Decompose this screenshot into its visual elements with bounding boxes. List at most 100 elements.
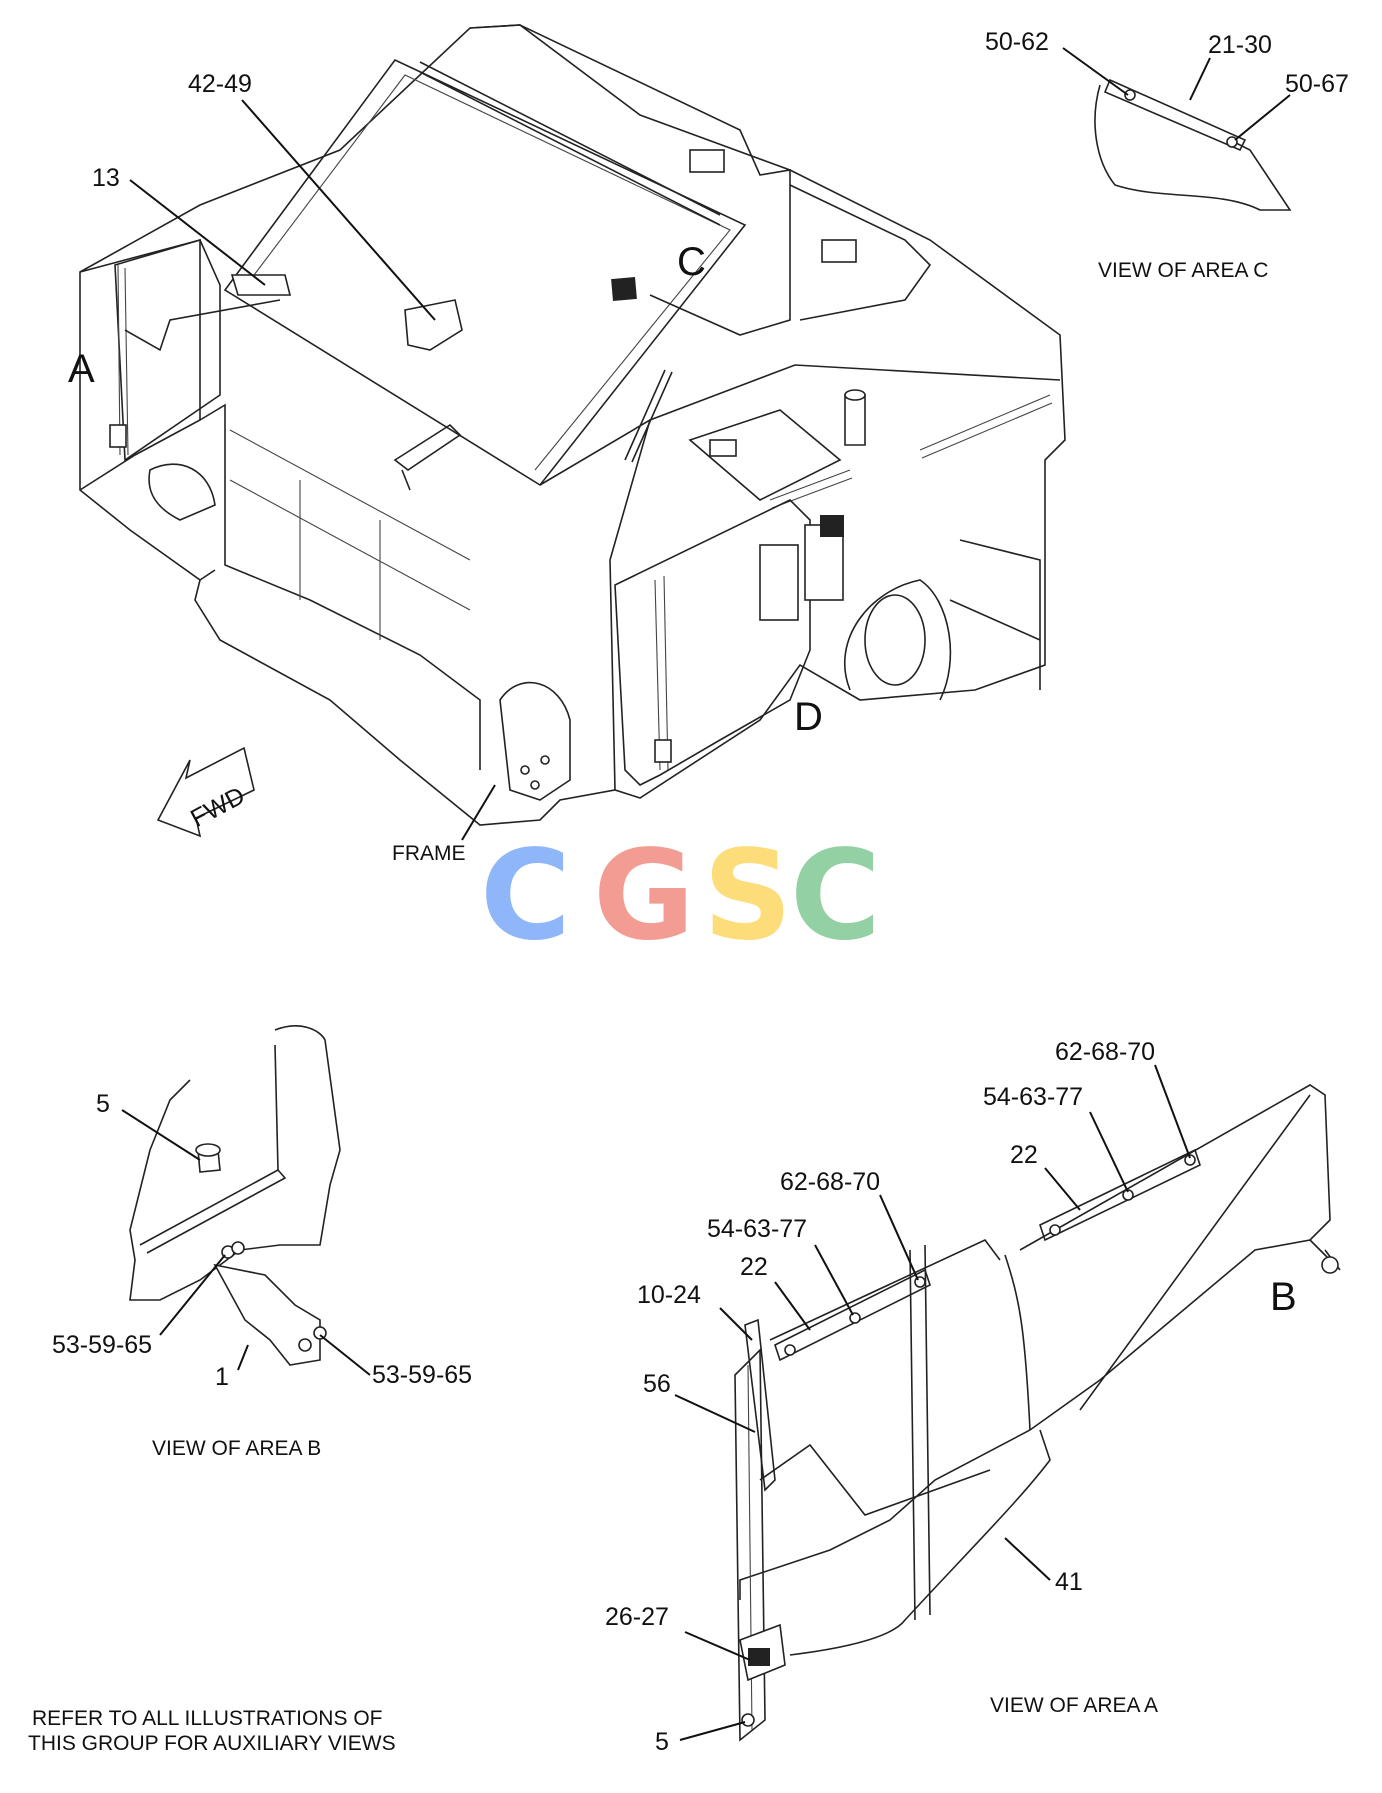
watermark-letter-1: C: [480, 824, 571, 968]
area-b-callout-1: 1: [215, 1363, 229, 1391]
area-b-stud-head: [195, 1143, 221, 1157]
leader-area-a-26-27: [684, 1631, 751, 1661]
area-c-caption: VIEW OF AREA C: [1098, 259, 1268, 282]
leader-area-a-54-63-77-lower: [814, 1244, 854, 1316]
area-b-wall-inner: [139, 1044, 287, 1254]
callout-42-49: 42-49: [188, 70, 252, 98]
deck-pipe-stub: [844, 394, 866, 446]
area-c-bolt-left: [1124, 89, 1136, 101]
area-a-callout-26-27: 26-27: [605, 1603, 669, 1631]
door-d-vent-grille: [820, 515, 844, 537]
cgsc-watermark: C G S C: [480, 824, 881, 968]
deck-access-cover: [688, 409, 842, 501]
note-line-1: REFER TO ALL ILLUSTRATIONS OF: [32, 1707, 382, 1730]
area-a-hinge-lower-bolt-2: [849, 1312, 861, 1324]
leader-50-67: [1234, 94, 1291, 141]
auxiliary-views-note: REFER TO ALL ILLUSTRATIONS OF THIS GROUP…: [28, 1707, 396, 1755]
leader-13: [129, 179, 266, 286]
deck-hinge-rail-right: [919, 394, 1053, 459]
area-label-b: B: [1270, 1275, 1297, 1319]
right-wheel-hub: [864, 594, 926, 686]
area-b-callout-53-59-65-right: 53-59-65: [372, 1361, 472, 1389]
area-a-callout-22-upper: 22: [1010, 1141, 1038, 1169]
note-line-2: THIS GROUP FOR AUXILIARY VIEWS: [28, 1732, 396, 1755]
area-a-callout-22-lower: 22: [740, 1253, 768, 1281]
area-c-bolt-right: [1226, 136, 1238, 148]
area-a-strut: [759, 1443, 991, 1516]
area-a-hinge-upper-bolt-3: [1184, 1154, 1196, 1166]
lid-latch-13: [230, 274, 292, 296]
area-a-callout-54-63-77-upper: 54-63-77: [983, 1083, 1083, 1111]
frame-bolt-1: [520, 765, 530, 775]
leader-frame: [461, 784, 496, 841]
area-a-stud-5: [741, 1713, 755, 1727]
front-frame-bracket: [499, 681, 571, 801]
leader-50-62: [1062, 47, 1129, 96]
left-lower-body: [199, 403, 481, 770]
area-b-bracket-1: [213, 1263, 321, 1366]
door-d-outline: [614, 499, 811, 786]
area-a-callout-54-63-77-lower: 54-63-77: [707, 1215, 807, 1243]
area-a-panel-top-edge: [769, 1239, 1031, 1431]
area-a-callout-5: 5: [655, 1728, 669, 1756]
leader-area-a-22-upper: [1044, 1167, 1081, 1211]
leader-area-a-62-68-70-upper: [1154, 1064, 1191, 1159]
deck-support-rod: [624, 369, 673, 463]
area-label-a: A: [68, 347, 95, 391]
frame-bolt-3: [530, 780, 540, 790]
door-d-panel-left: [759, 544, 799, 621]
area-a-caption: VIEW OF AREA A: [990, 1694, 1158, 1717]
main-view-annotations: 42-49 13 A C D FWD FRAME: [68, 70, 823, 865]
rear-housing-latch-lower: [821, 239, 857, 263]
door-d-panel-right: [804, 524, 844, 601]
lower-left-opening: [148, 463, 216, 521]
area-a-vertical-post: [734, 1348, 766, 1742]
area-a-panel-outline: [739, 1084, 1331, 1600]
leader-area-b-5: [121, 1109, 201, 1161]
area-a-hinge-upper-bolt-1: [1049, 1224, 1061, 1236]
deck-cover-latch: [709, 439, 737, 457]
rear-housing: [469, 24, 791, 336]
top-lid-hinge-rail: [419, 61, 721, 226]
watermark-letter-4: C: [790, 824, 881, 968]
door-d-latch: [654, 739, 672, 763]
area-a-strut-end-fitting: [1321, 1256, 1339, 1274]
area-a-callout-41: 41: [1055, 1568, 1083, 1596]
right-wheel-arch: [844, 579, 952, 701]
area-b-bracket-bolt-d: [298, 1338, 312, 1352]
leader-area-a-62-68-70-lower: [879, 1194, 919, 1281]
leader-area-b-1: [237, 1344, 249, 1371]
area-a-panel-41: [789, 1429, 1051, 1656]
callout-21-30: 21-30: [1208, 31, 1272, 59]
view-of-area-c: 50-62 21-30 50-67 VIEW OF AREA C: [985, 28, 1349, 282]
area-a-panel-diagonal: [1079, 1094, 1311, 1411]
area-c-hinge-bar: [1103, 78, 1247, 152]
rear-access-panel: [789, 184, 932, 321]
area-a-hinge-lower: [774, 1268, 931, 1362]
door-a-outline: [114, 239, 221, 462]
area-b-wall-outline: [129, 1025, 341, 1301]
rear-housing-latch-upper: [689, 149, 725, 173]
deck-pipe-cap: [844, 389, 866, 401]
main-isometric-view: [79, 24, 1066, 826]
top-lid-panel: [223, 58, 747, 487]
lid-support-strut: [393, 423, 462, 491]
callout-13: 13: [92, 164, 120, 192]
forward-direction-arrow: FWD: [156, 746, 255, 838]
leader-area-b-53-59-65-left: [159, 1254, 226, 1336]
door-a-hinge-bar: [117, 264, 129, 456]
door-a-strut: [124, 299, 281, 352]
watermark-letter-2: G: [593, 824, 695, 968]
lid-handle-42-49: [404, 299, 463, 351]
leader-area-a-10-24: [719, 1307, 753, 1341]
area-a-latch-body: [748, 1648, 770, 1666]
area-a-hinge-lower-bolt-1: [784, 1344, 796, 1356]
frame-bolt-2: [540, 755, 550, 765]
forward-arrow-label: FWD: [186, 781, 249, 832]
area-b-bracket-bolt-b: [231, 1241, 245, 1255]
area-b-callout-5: 5: [96, 1090, 110, 1118]
right-frame-rail: [949, 539, 1041, 690]
callout-50-67: 50-67: [1285, 70, 1349, 98]
lid-vent-grille: [611, 276, 637, 302]
